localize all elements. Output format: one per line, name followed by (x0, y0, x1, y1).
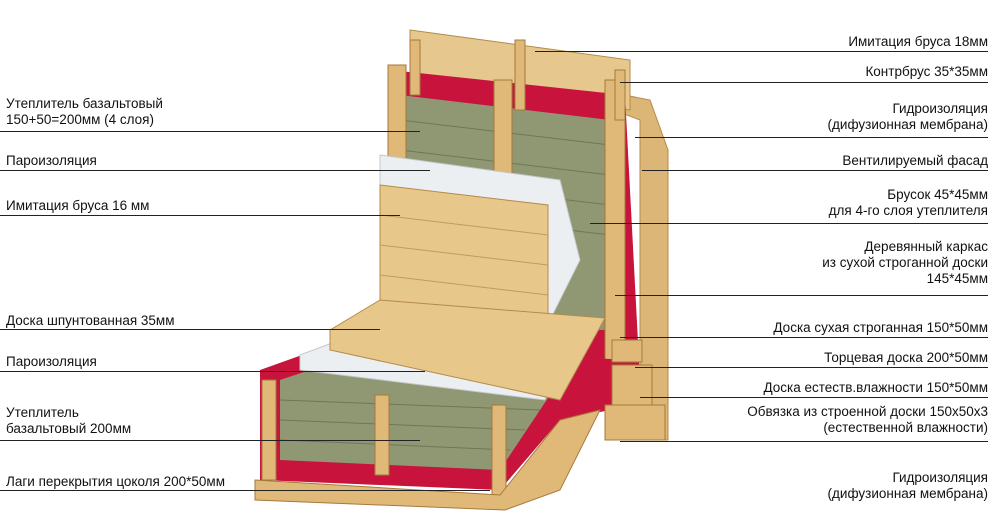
leader-line (0, 131, 420, 132)
sill-board (611, 364, 653, 406)
label-waterproofing-floor: Гидроизоляция(дифузионная мембрана) (827, 470, 988, 501)
leader-line (640, 397, 988, 398)
label-waterproofing-wall: Гидроизоляция(дифузионная мембрана) (827, 101, 988, 132)
leader-line (535, 51, 988, 52)
leader-line (615, 295, 988, 296)
leader-line (620, 441, 988, 442)
leader-line (635, 367, 988, 368)
leader-line (620, 337, 988, 338)
label-ventilated-facade: Вентилируемый фасад (842, 153, 988, 168)
label-vapor-barrier-floor: Пароизоляция (6, 354, 97, 369)
label-imitation-timber-18: Имитация бруса 18мм (848, 34, 988, 49)
label-imitation-timber-16: Имитация бруса 16 мм (6, 198, 150, 213)
label-end-board: Торцевая доска 200*50мм (824, 350, 988, 365)
floor-joist (261, 379, 277, 481)
floor-joist (491, 404, 507, 496)
tongue-groove-board (329, 299, 606, 401)
ventilated-facade (519, 74, 669, 441)
leader-line (620, 82, 988, 83)
leader-line (0, 215, 400, 216)
leader-line (0, 490, 490, 491)
triple-board-frame (604, 404, 666, 441)
label-dry-planed-board: Доска сухая строганная 150*50мм (773, 320, 988, 335)
leader-line (0, 329, 380, 330)
end-board (611, 339, 643, 363)
leader-line (0, 371, 425, 372)
floor-joist (374, 394, 390, 476)
leader-line (590, 223, 988, 224)
label-vapor-barrier-wall: Пароизоляция (6, 153, 97, 168)
leader-line (0, 170, 430, 171)
label-triple-board-frame: Обвязка из строенной доски 150х50х3(есте… (747, 404, 988, 435)
label-counter-batten: Контрбрус 35*35мм (865, 64, 988, 79)
label-natural-moisture-board: Доска естеств.влажности 150*50мм (763, 380, 989, 395)
leader-line (0, 440, 420, 441)
label-floor-joists: Лаги перекрытия цоколя 200*50мм (6, 474, 225, 489)
leader-line (642, 170, 988, 171)
label-tongue-groove-board: Доска шпунтованная 35мм (6, 313, 175, 328)
leader-line (635, 137, 988, 138)
subfloor-boards (254, 409, 601, 511)
